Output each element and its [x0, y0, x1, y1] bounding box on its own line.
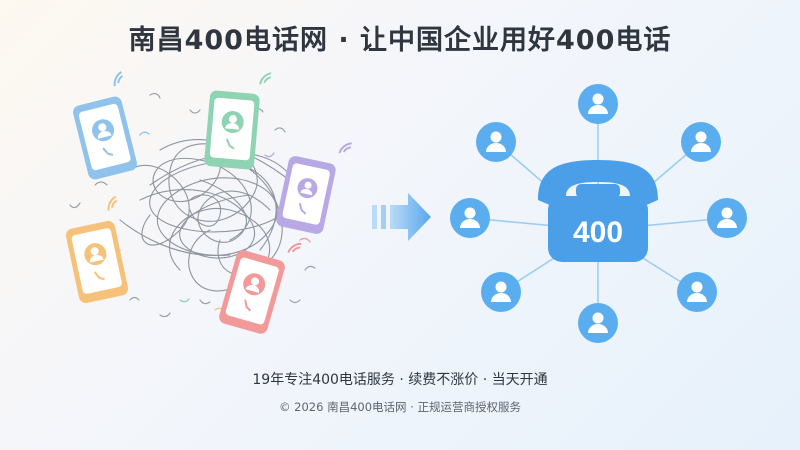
page-title: 南昌400电话网 · 让中国企业用好400电话	[128, 25, 672, 56]
right-arrow-icon	[372, 193, 431, 241]
tagline: 19年专注400电话服务 · 续费不涨价 · 当天开通	[252, 372, 548, 388]
user-icon	[677, 272, 717, 312]
user-icon	[476, 122, 516, 162]
user-icon	[681, 122, 721, 162]
user-icon	[450, 198, 490, 238]
telephone-icon: 400	[538, 160, 658, 262]
phone-user-icon-red	[219, 242, 302, 334]
user-icon	[481, 272, 521, 312]
hub-number: 400	[573, 216, 623, 249]
phone-user-icon-purple	[276, 142, 352, 234]
phone-user-icon-green	[204, 72, 272, 170]
footer-text: © 2026 南昌400电话网 · 正规运营商授权服务	[279, 400, 521, 414]
phone-user-icon-orange	[65, 195, 129, 304]
user-icon	[578, 84, 618, 124]
phone-user-icon-blue	[73, 71, 137, 180]
user-icon	[578, 303, 618, 343]
user-icon	[707, 198, 747, 238]
